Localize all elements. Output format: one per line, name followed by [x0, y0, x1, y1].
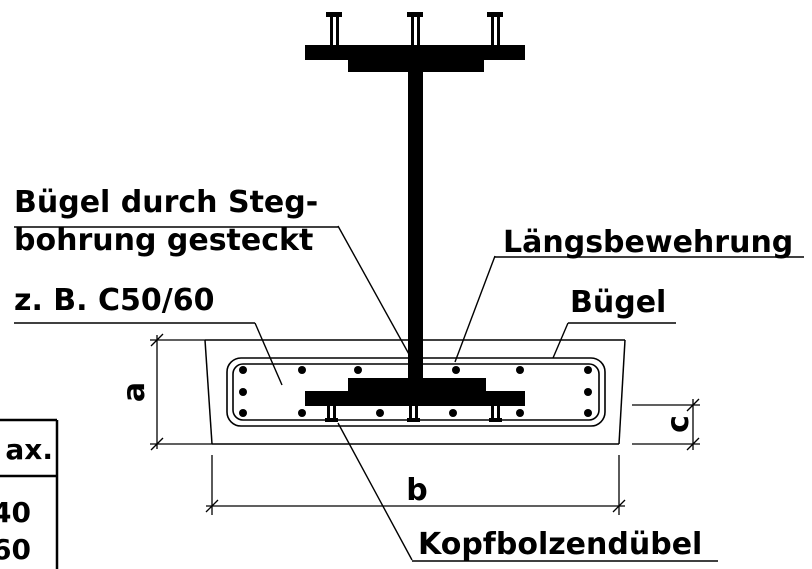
rebar	[449, 409, 457, 417]
dimension-c	[632, 398, 700, 451]
rebar	[584, 409, 592, 417]
steel-web	[408, 70, 423, 390]
leader-lines	[254, 225, 569, 561]
rebar	[239, 366, 247, 374]
top-bolt-left	[326, 12, 342, 46]
longitudinal-rebars	[239, 366, 592, 417]
rebar	[298, 409, 306, 417]
rebar	[452, 366, 460, 374]
bottom-stud-middle	[407, 406, 420, 422]
bottom-flange-plate	[305, 391, 525, 406]
dimension-b	[205, 455, 626, 515]
rebar	[298, 366, 306, 374]
top-bolt-right	[487, 12, 503, 46]
table-row: 60	[0, 533, 31, 566]
bottom-flange-upper-plate	[348, 378, 486, 392]
rebar	[516, 409, 524, 417]
dimension-a	[150, 333, 212, 451]
rebar	[354, 366, 362, 374]
rebar	[584, 366, 592, 374]
table-row: 40	[0, 496, 31, 529]
dimension-c-label: c	[661, 415, 696, 433]
label-longitudinal-reinforcement: Längsbewehrung	[503, 225, 793, 260]
rebar	[376, 409, 384, 417]
label-stirrup-through-web-line1: Bügel durch Steg-	[14, 185, 318, 220]
label-stirrup: Bügel	[570, 285, 666, 320]
partial-table	[0, 418, 59, 569]
top-flange-underplate	[348, 58, 484, 72]
bottom-stud-left	[325, 406, 338, 422]
rebar	[516, 366, 524, 374]
bottom-flange-assembly	[305, 378, 525, 422]
label-headed-stud: Kopfbolzendübel	[418, 527, 702, 562]
bottom-stud-right	[489, 406, 502, 422]
label-concrete-class: z. B. C50/60	[14, 283, 214, 318]
rebar	[239, 409, 247, 417]
top-bolt-middle	[407, 12, 423, 46]
dimension-b-label: b	[406, 473, 427, 508]
top-flange-plate	[305, 45, 525, 60]
dimension-a-label: a	[117, 382, 152, 402]
concrete-slab	[204, 339, 626, 445]
rebar	[239, 388, 247, 396]
table-header: ax.	[5, 433, 53, 466]
rebar	[584, 388, 592, 396]
label-stirrup-through-web-line2: bohrung gesteckt	[14, 223, 313, 258]
top-flange-assembly	[305, 12, 525, 72]
